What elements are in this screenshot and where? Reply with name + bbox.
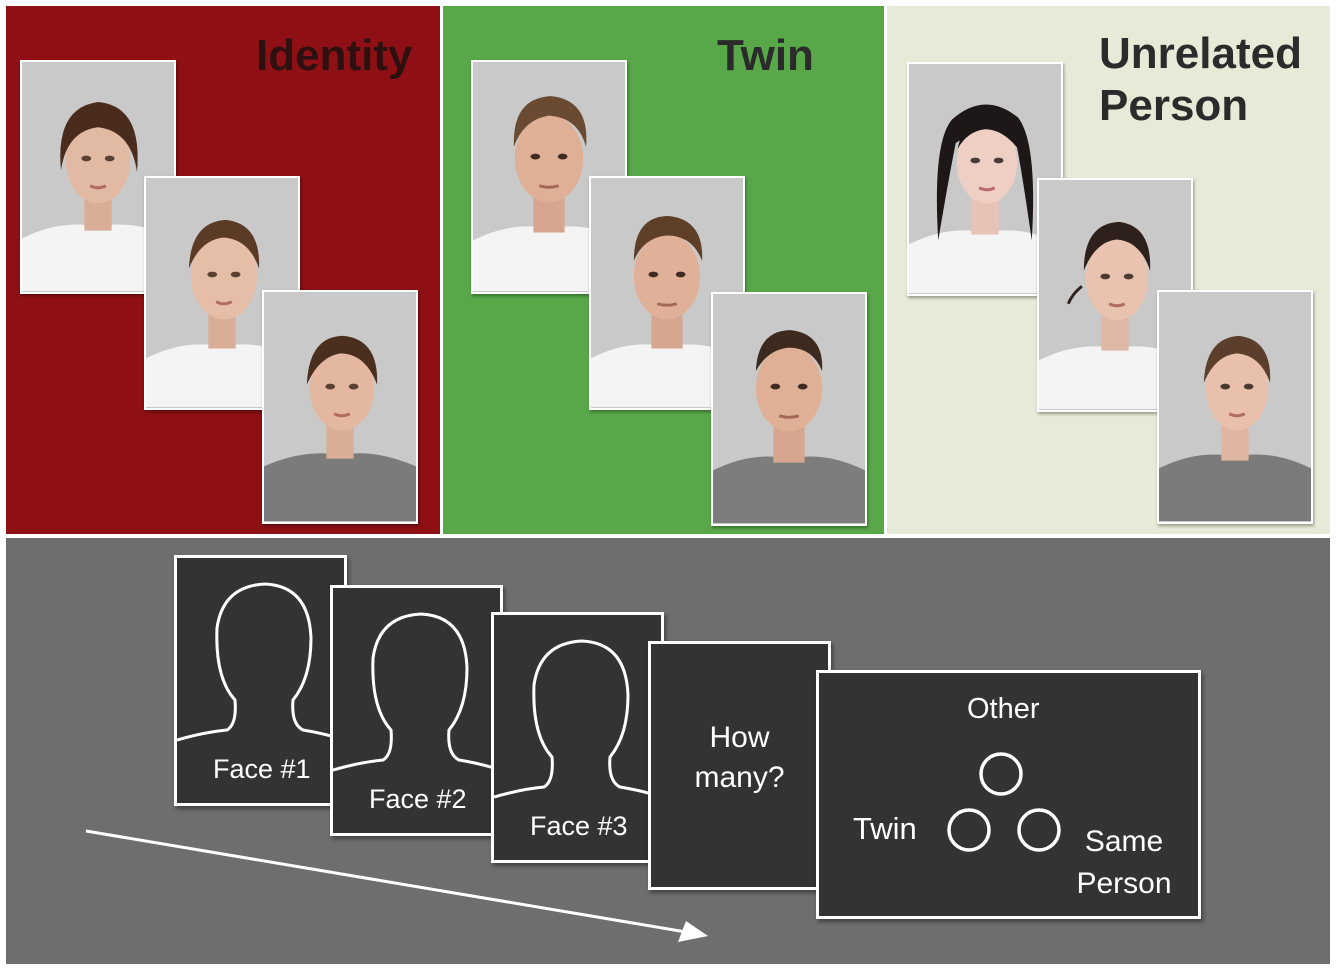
response-card: Other Twin Same Person	[816, 670, 1201, 919]
identity-title: Identity	[256, 31, 413, 80]
option-same-person-radio	[1017, 808, 1061, 852]
face-label-1: Face #1	[213, 754, 311, 784]
face-photo-identity-3	[262, 290, 418, 524]
time-arrow	[85, 829, 708, 942]
option-other-label: Other	[967, 693, 1040, 725]
face-card-3: Face #3	[491, 612, 664, 863]
head-silhouette-icon	[177, 582, 344, 742]
face-photo-twin-3	[711, 292, 867, 526]
option-twin-radio	[947, 808, 991, 852]
head-silhouette-icon	[494, 639, 661, 799]
option-same-person-label: Same Person	[1076, 825, 1172, 900]
face-photo-unrelated-3	[1157, 290, 1313, 524]
face-label-3: Face #3	[530, 811, 628, 841]
twin-title: Twin	[717, 31, 814, 80]
face-label-2: Face #2	[369, 784, 467, 814]
option-other-radio	[979, 752, 1023, 796]
option-twin-label: Twin	[853, 811, 917, 846]
twin-panel: Twin	[443, 6, 884, 534]
trial-sequence-panel: Face #1 Face #2 Face #3 How many? Other …	[6, 538, 1330, 964]
response-circles	[947, 752, 1061, 852]
head-silhouette-icon	[333, 612, 500, 772]
face-card-1: Face #1	[174, 555, 347, 806]
identity-panel: Identity	[6, 6, 440, 534]
question-card: How many?	[648, 641, 831, 890]
unrelated-title: Unrelated Person	[1099, 29, 1302, 130]
face-card-2: Face #2	[330, 585, 503, 836]
arrow-head-icon	[678, 921, 708, 942]
question-text: How many?	[694, 721, 785, 794]
unrelated-panel: Unrelated Person	[887, 6, 1330, 534]
